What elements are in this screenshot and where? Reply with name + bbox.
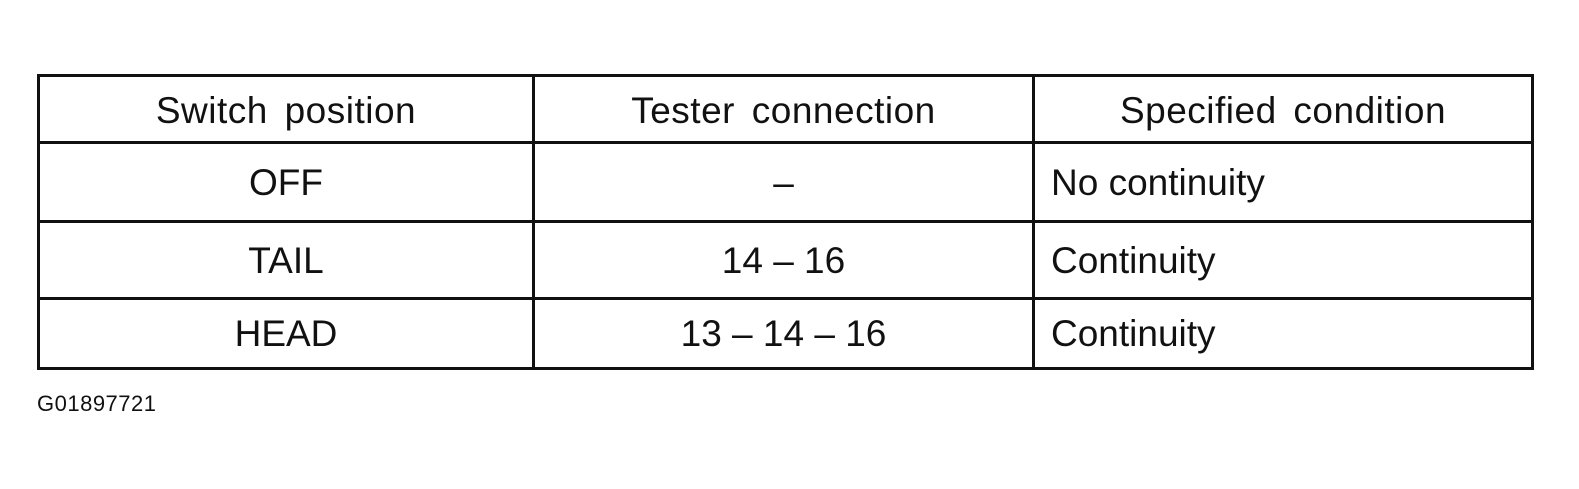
switch-position-cell: HEAD xyxy=(37,297,535,370)
table-row: HEAD 13 – 14 – 16 Continuity xyxy=(37,297,1534,370)
table-row: OFF – No continuity xyxy=(37,141,1534,223)
table-header: Switch position Tester connection Specif… xyxy=(37,74,1534,144)
table-body: OFF – No continuity TAIL 14 – 16 Continu… xyxy=(37,141,1534,370)
header-tester-connection: Tester connection xyxy=(532,74,1035,144)
specified-condition-cell: Continuity xyxy=(1032,220,1534,300)
switch-continuity-table: Switch position Tester connection Specif… xyxy=(37,74,1534,370)
header-switch-position: Switch position xyxy=(37,74,535,144)
header-row: Switch position Tester connection Specif… xyxy=(37,74,1534,144)
header-specified-condition: Specified condition xyxy=(1032,74,1534,144)
switch-position-cell: OFF xyxy=(37,141,535,223)
tester-connection-cell: 13 – 14 – 16 xyxy=(532,297,1035,370)
specified-condition-cell: No continuity xyxy=(1032,141,1534,223)
tester-connection-cell: 14 – 16 xyxy=(532,220,1035,300)
specified-condition-cell: Continuity xyxy=(1032,297,1534,370)
figure-id-label: G01897721 xyxy=(37,391,157,416)
tester-connection-cell: – xyxy=(532,141,1035,223)
table-row: TAIL 14 – 16 Continuity xyxy=(37,220,1534,300)
switch-position-cell: TAIL xyxy=(37,220,535,300)
